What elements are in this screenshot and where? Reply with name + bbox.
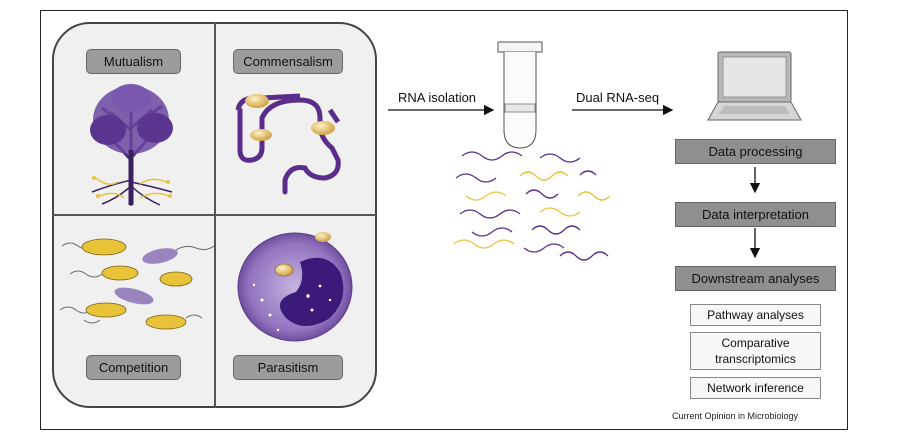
panel-horizontal-divider [52,214,377,216]
data-processing-box: Data processing [675,139,836,164]
tree-icon [90,84,173,206]
rna-reads [453,151,611,261]
mutualism-label: Mutualism [86,49,181,74]
comparative-line2: transcriptomics [715,352,796,366]
dual-rnaseq-label: Dual RNA-seq [576,90,660,105]
pathway-analyses-box: Pathway analyses [690,304,821,326]
credit-text: Current Opinion in Microbiology [672,411,799,421]
competition-label: Competition [86,355,181,380]
comparative-line1: Comparative [721,336,790,350]
comparative-transcriptomics-box: Comparative transcriptomics [690,332,821,370]
tube-icon [497,41,543,149]
data-interpretation-box: Data interpretation [675,202,836,227]
network-inference-box: Network inference [690,377,821,399]
host-cell-icon [237,232,353,342]
rna-isolation-label: RNA isolation [398,90,477,105]
laptop-icon [707,51,802,121]
downstream-analyses-box: Downstream analyses [675,266,836,291]
parasitism-label: Parasitism [233,355,343,380]
gut-icon [235,93,341,195]
microbes-icon [59,238,215,330]
commensalism-label: Commensalism [233,49,343,74]
